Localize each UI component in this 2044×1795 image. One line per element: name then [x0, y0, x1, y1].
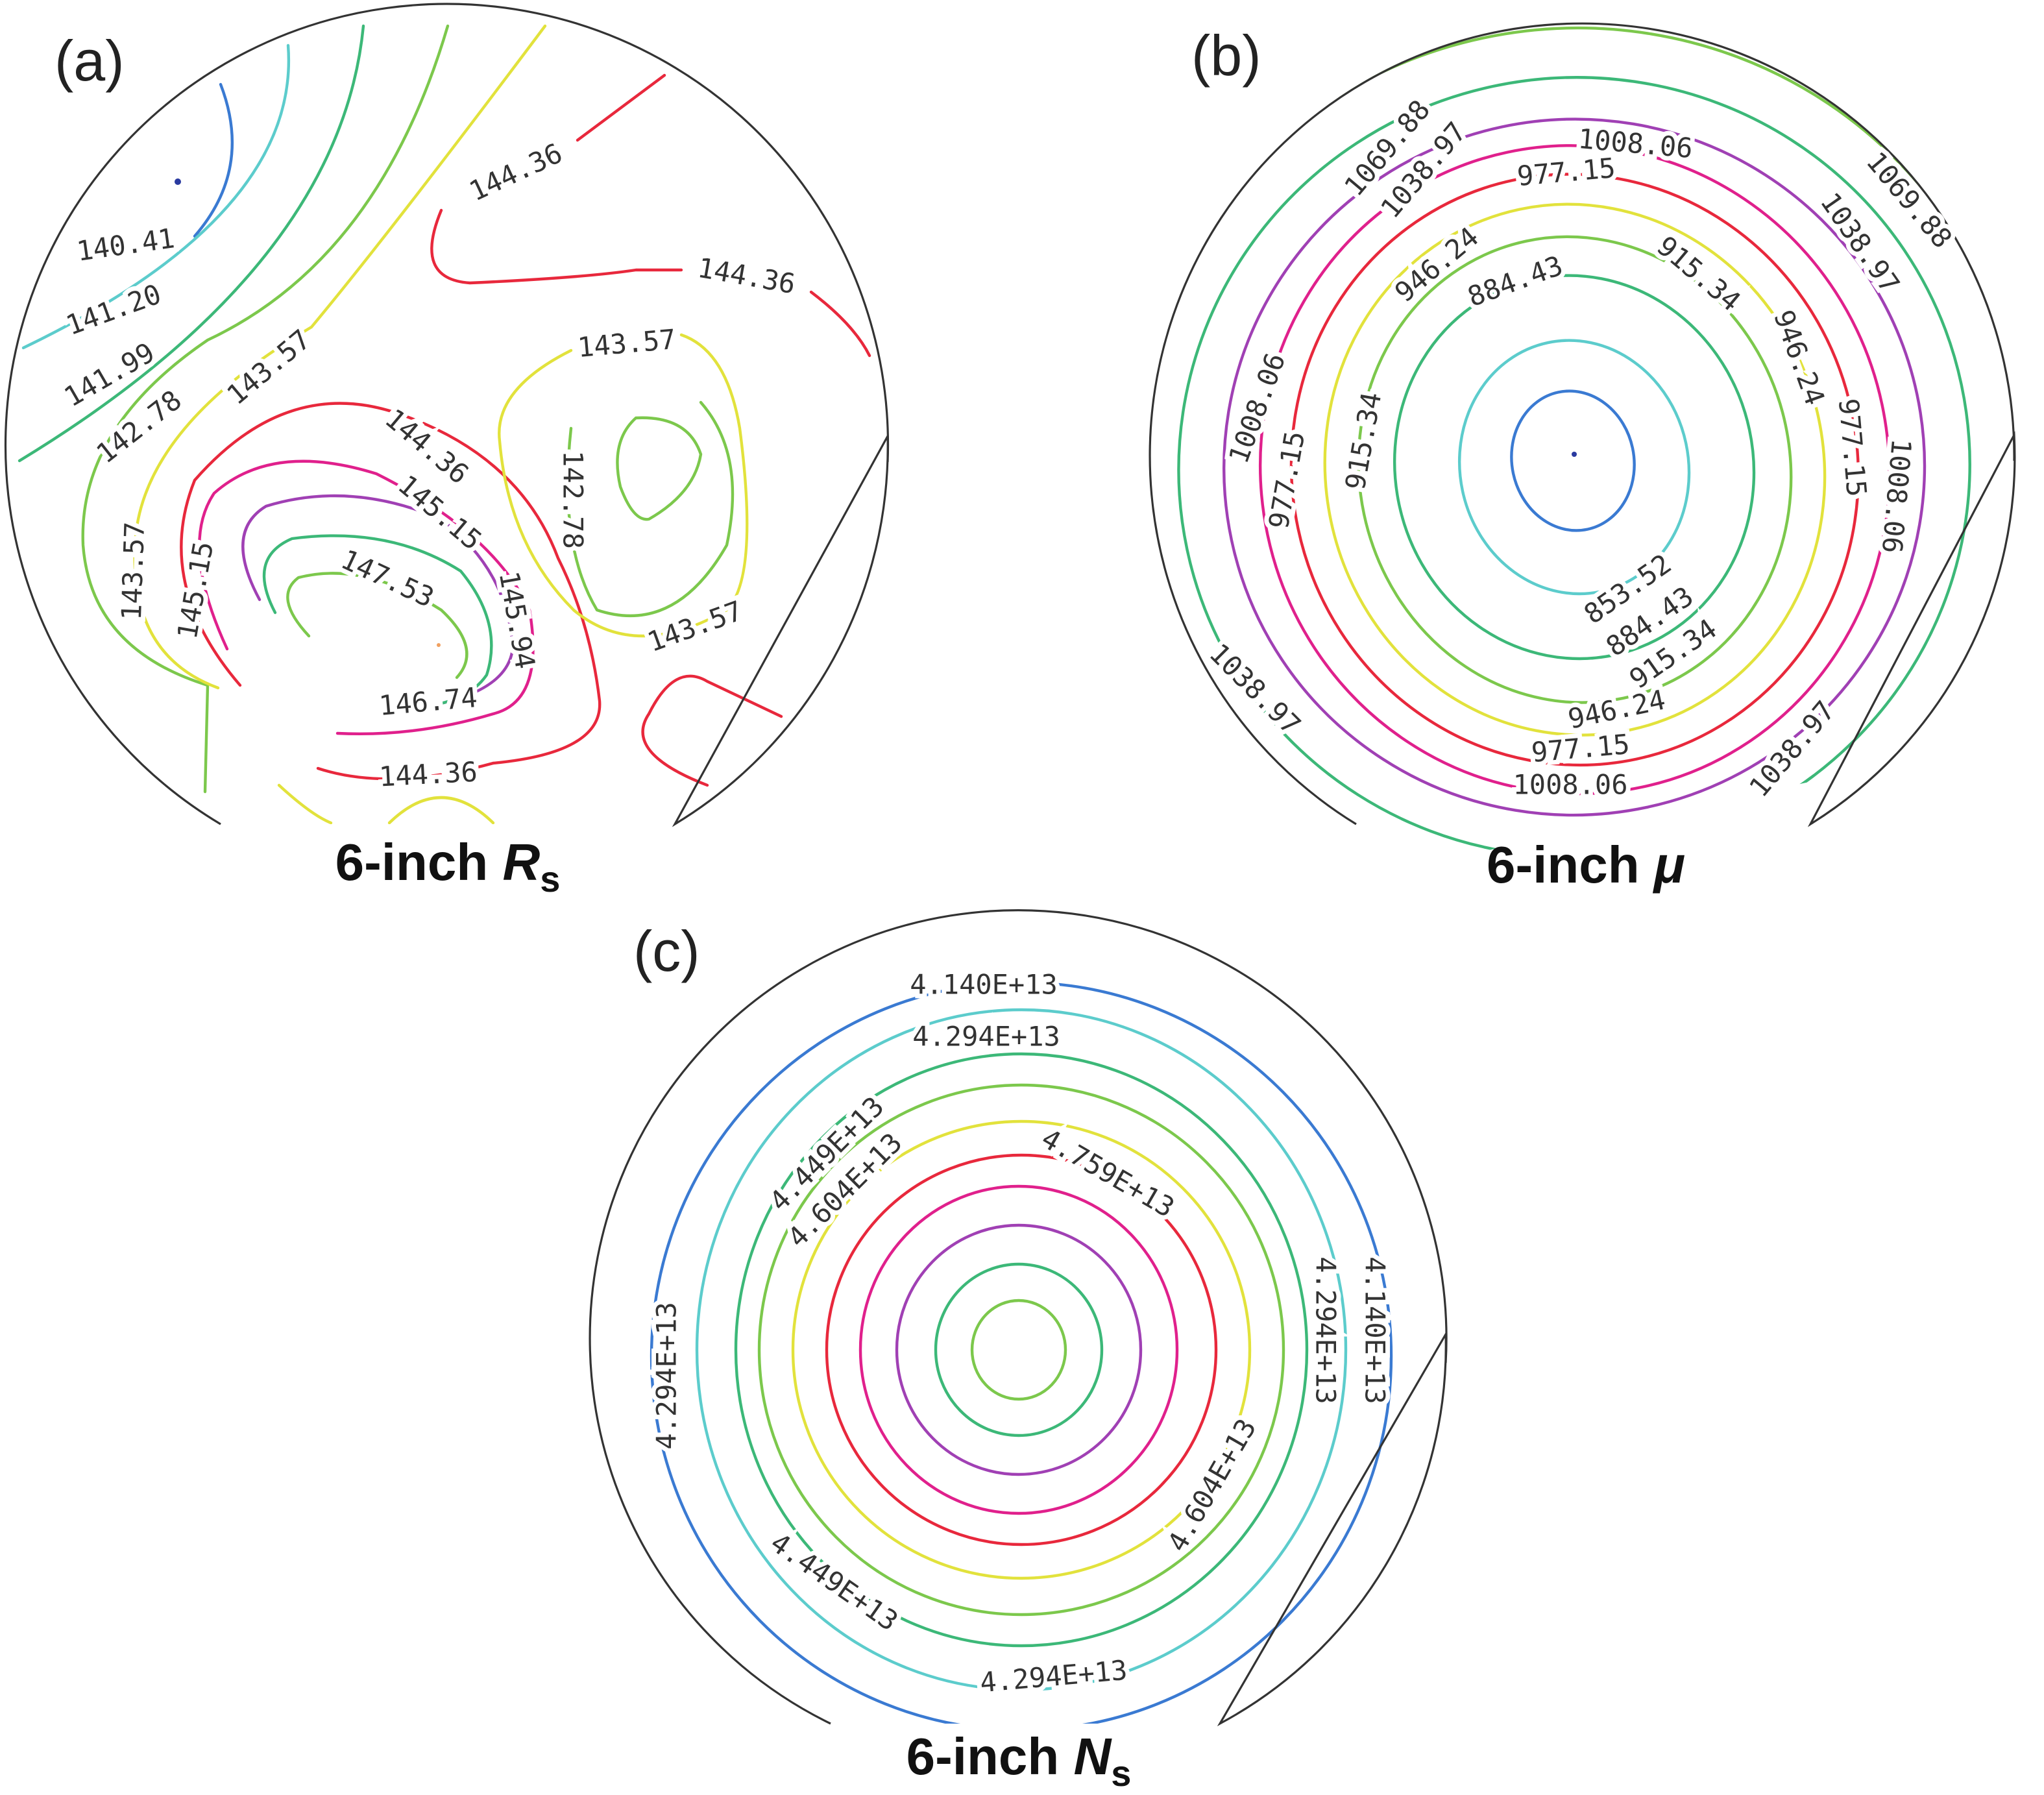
contour-4-140 [650, 981, 1393, 1724]
contour-inner [1510, 389, 1636, 532]
contour-145-15 [198, 459, 535, 736]
contour-label: 143.57 [221, 323, 317, 411]
panel-c-labels: 4.140E+13 4.294E+13 4.449E+13 4.604E+13 … [646, 964, 1396, 1703]
contour-3 [895, 1223, 1143, 1476]
contour-label: 140.41 [75, 222, 176, 267]
contour-label: 144.36 [696, 252, 798, 300]
panel-c-letter: (c) [633, 919, 700, 983]
contour-2 [934, 1262, 1104, 1437]
contour-4-604 [757, 1083, 1285, 1617]
contour-inner [970, 1299, 1067, 1401]
panel-b-mobility-map: (b) 1069.88 1038.97 1008.06 977.15 946.2… [1125, 22, 2023, 904]
contour-label: 915.34 [1339, 390, 1388, 493]
contour-4-759-outer [791, 1119, 1252, 1580]
panel-c-wafer-outline [589, 909, 1448, 1727]
panel-b-letter: (b) [1191, 23, 1261, 88]
contour-147-53 [286, 572, 468, 679]
panel-b-center-marker [1572, 452, 1577, 457]
contour-4-449 [734, 1052, 1309, 1648]
contour-label: 4.294E+13 [651, 1302, 683, 1450]
contour-146-74 [262, 534, 493, 709]
contour-4-294 [695, 1008, 1348, 1692]
contour-label: 4.294E+13 [1310, 1256, 1342, 1404]
contour-1008-06 [1223, 117, 1927, 817]
panel-c-ns-map: (c) 4.140E+13 4.294E+13 4.449E+13 4.604E… [589, 909, 1448, 1794]
contour-label: 141.20 [62, 278, 165, 341]
contour-label: 144.36 [465, 137, 567, 208]
panel-a-min-marker [175, 178, 181, 185]
panel-a-letter: (a) [55, 29, 125, 93]
contour-label: 4.294E+13 [912, 1021, 1060, 1053]
panel-a-labels: 140.41 141.20 141.99 142.78 143.57 144.3… [55, 132, 803, 797]
contour-140-41 [193, 82, 234, 238]
contour-label: 143.57 [576, 323, 677, 363]
contour-143-57-left [133, 24, 547, 690]
contour-915-34 [1323, 202, 1827, 737]
panel-a-contours [18, 24, 871, 825]
contour-853-52 [1393, 274, 1756, 661]
contour-144-36-right [641, 674, 783, 787]
contour-label: 144.36 [379, 402, 475, 490]
contour-label: 1038.97 [1743, 695, 1841, 803]
contour-label: 1008.06 [1876, 437, 1917, 555]
contour-884-43 [1357, 235, 1793, 704]
contour-label: 977.15 [1263, 429, 1311, 531]
panel-a-rs-map: (a) 140.41 141.20 141.99 142.78 143 [4, 3, 890, 899]
panel-a-wafer-outline [4, 3, 890, 827]
contour-label: 1008.06 [1513, 769, 1627, 801]
panel-b-title: 6-inch μ [1487, 836, 1685, 894]
contour-144-36-loop [180, 402, 602, 781]
contour-946-24 [1289, 173, 1860, 767]
contour-143-57-right [498, 333, 749, 638]
contour-label: 145.94 [493, 569, 542, 672]
contour-label: 145.15 [171, 539, 220, 642]
contour-label: 4.140E+13 [910, 969, 1058, 1001]
contour-label: 143.57 [116, 521, 151, 620]
contour-label: 144.36 [378, 756, 478, 793]
contour-label: 147.53 [336, 543, 439, 614]
contour-4-759 [825, 1153, 1218, 1546]
contour-label: 145.15 [392, 469, 488, 556]
panel-b-wafer-outline [1149, 22, 2016, 827]
contour-141-20 [21, 43, 291, 350]
panel-a-max-marker [437, 643, 441, 647]
contour-label: 146.74 [378, 681, 478, 722]
contour-label: 977.15 [1832, 397, 1873, 498]
contour-977-15 [1259, 144, 1891, 796]
panel-c-title: 6-inch Ns [906, 1728, 1132, 1794]
contour-142-78-left [81, 24, 450, 794]
contour-label: 4.140E+13 [1359, 1256, 1391, 1404]
contour-label: 946.24 [1565, 683, 1668, 735]
panel-c-contours [650, 981, 1393, 1724]
contour-label: 977.15 [1516, 152, 1616, 192]
contour-4 [858, 1184, 1179, 1515]
contour-144-36-top [430, 73, 871, 358]
contour-142-78-right [566, 400, 735, 618]
contour-label: 143.57 [643, 594, 746, 658]
contour-143-57-bottom [277, 783, 495, 825]
contour-141-99 [18, 24, 365, 463]
contour-label: 142.78 [557, 450, 589, 549]
contour-145-94 [241, 494, 515, 713]
contour-853-52-inner [1457, 339, 1691, 596]
panel-b-labels: 1069.88 1038.97 1008.06 977.15 946.24 88… [1198, 90, 1963, 808]
contour-label: 4.294E+13 [979, 1654, 1128, 1699]
panel-a-title: 6-inch Rs [335, 833, 561, 899]
